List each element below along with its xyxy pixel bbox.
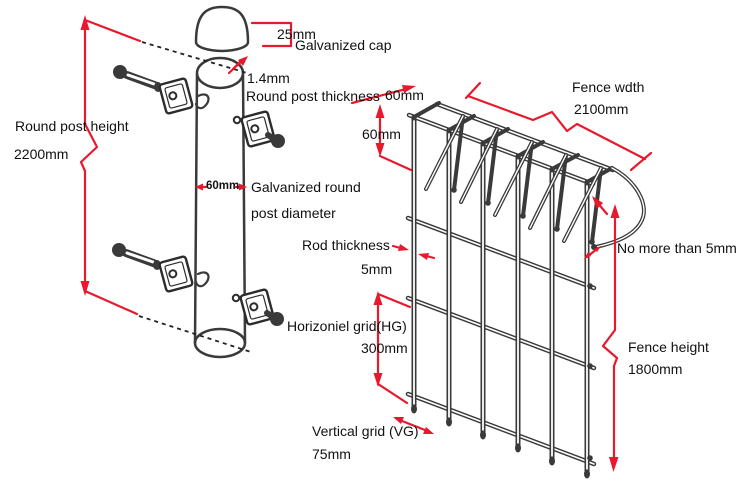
post-ring-lower bbox=[231, 293, 241, 303]
galvanized-cap-shape bbox=[194, 5, 250, 53]
post-diameter-label-line1: Galvanized round bbox=[251, 179, 361, 195]
fold-end-loop bbox=[594, 166, 646, 249]
gap-pointer bbox=[584, 196, 609, 259]
lower-bolt bbox=[112, 243, 161, 270]
fence-width-dimension bbox=[464, 81, 653, 172]
post-height-label: Round post height bbox=[15, 118, 129, 134]
galvanized-cap-label: Galvanized cap bbox=[295, 37, 392, 53]
post-diameter-value-label: 60mm bbox=[206, 180, 240, 192]
upper-left-bracket bbox=[158, 77, 194, 115]
post-diameter-arrows bbox=[195, 183, 247, 191]
horizontal-grid-dimension bbox=[373, 291, 412, 405]
fence-height-value-label: 1800mm bbox=[628, 361, 683, 377]
upper-bolt bbox=[113, 65, 162, 92]
fold-depth-label: 60mm bbox=[385, 87, 424, 103]
vertical-grid-value-label: 75mm bbox=[312, 446, 351, 462]
post-thickness-arrow bbox=[227, 56, 248, 75]
horizontal-grid-value-label: 300mm bbox=[361, 340, 408, 356]
fence-width-value-label: 2100mm bbox=[574, 101, 629, 117]
fence-drawing bbox=[405, 101, 646, 479]
rod-thickness-label: Rod thickness bbox=[302, 237, 390, 253]
fence-width-label: Fence wdth bbox=[572, 79, 645, 95]
post-lug-upper bbox=[194, 93, 210, 110]
post-drawing bbox=[112, 5, 285, 359]
cap-height-label: 25mm bbox=[277, 26, 316, 42]
post-lug-lower bbox=[194, 271, 210, 288]
dashed-leader-top bbox=[141, 41, 248, 74]
vertical-rods bbox=[411, 114, 590, 479]
dimension-annotations bbox=[79, 15, 653, 472]
post-ring-upper bbox=[232, 115, 242, 125]
gap-label: No more than 5mm bbox=[617, 240, 737, 256]
fence-height-label: Fence height bbox=[628, 339, 709, 355]
fold-depth-pointer bbox=[350, 85, 416, 105]
post-height-value-label: 2200mm bbox=[14, 146, 69, 162]
fold-height-label: 60mm bbox=[362, 126, 401, 142]
vertical-grid-dimension bbox=[393, 417, 434, 434]
rod-thickness-value-label: 5mm bbox=[361, 261, 393, 277]
post-thickness-label: Round post thickness bbox=[246, 88, 380, 104]
lower-left-bracket bbox=[158, 255, 194, 293]
fold-height-dimension bbox=[375, 104, 413, 172]
post-height-dimension-line bbox=[79, 15, 142, 316]
dashed-leader-bottom bbox=[138, 315, 252, 353]
horizontal-grid-label: Horizoniel grid(HG) bbox=[287, 318, 407, 334]
upper-right-bracket bbox=[240, 110, 276, 148]
rolltop-fold bbox=[412, 101, 646, 461]
fence-height-dimension-line bbox=[601, 204, 620, 472]
cap-height-bracket bbox=[250, 21, 293, 48]
post-diameter-label-line2: post diameter bbox=[251, 205, 336, 221]
lower-right-bracket bbox=[239, 288, 275, 326]
post-bottom-ellipse bbox=[193, 327, 247, 359]
vertical-grid-label: Vertical grid (VG) bbox=[312, 423, 419, 439]
rod-thickness-arrows bbox=[391, 244, 436, 260]
post-thickness-value-label: 1.4mm bbox=[247, 70, 290, 86]
post-top-ellipse bbox=[195, 56, 245, 90]
